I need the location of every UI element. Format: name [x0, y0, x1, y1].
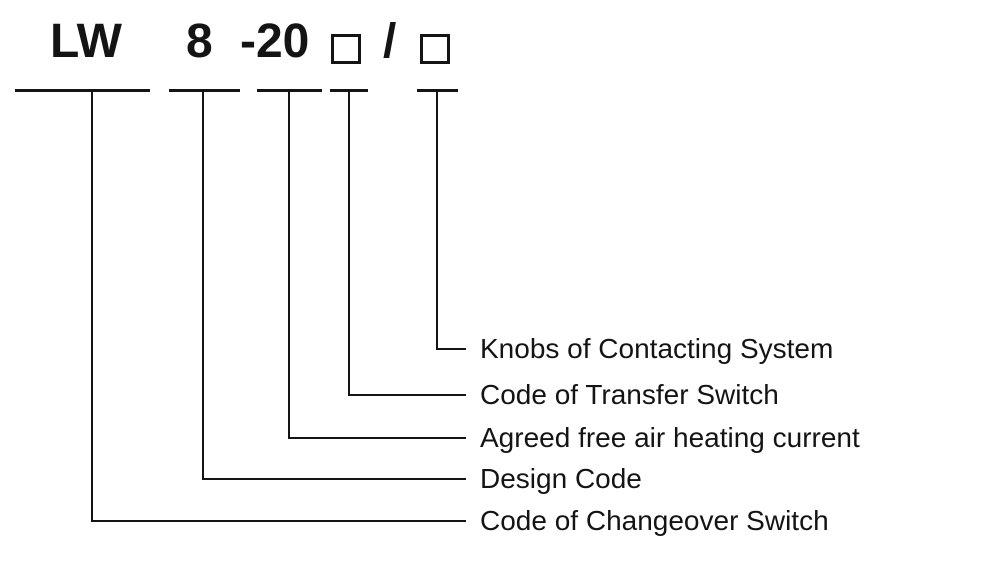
underline-changeover	[15, 89, 150, 92]
leader-horizontal-changeover	[91, 520, 466, 522]
placeholder-box-icon	[331, 34, 361, 64]
leader-vertical-design	[202, 89, 204, 480]
leader-vertical-changeover	[91, 89, 93, 522]
leader-vertical-current	[288, 89, 290, 439]
leader-horizontal-design	[202, 478, 466, 480]
code-segment-separator: /	[383, 15, 397, 68]
label-agreed-free-air-heating-current: Agreed free air heating current	[480, 422, 860, 453]
leader-horizontal-knobs	[436, 348, 466, 350]
label-design-code: Design Code	[480, 463, 642, 494]
leader-vertical-transfer	[348, 89, 350, 396]
code-segment-current: -20	[240, 15, 310, 68]
leader-horizontal-current	[288, 437, 466, 439]
placeholder-box-icon	[420, 34, 450, 64]
code-segment-design: 8	[186, 15, 213, 68]
underline-design	[169, 89, 240, 92]
label-knobs-of-contacting-system: Knobs of Contacting System	[480, 333, 834, 364]
leader-horizontal-transfer	[348, 394, 466, 396]
leader-vertical-knobs	[436, 89, 438, 350]
label-code-of-changeover-switch: Code of Changeover Switch	[480, 505, 829, 536]
code-segment-changeover: LW	[50, 15, 122, 68]
label-code-of-transfer-switch: Code of Transfer Switch	[480, 379, 779, 410]
